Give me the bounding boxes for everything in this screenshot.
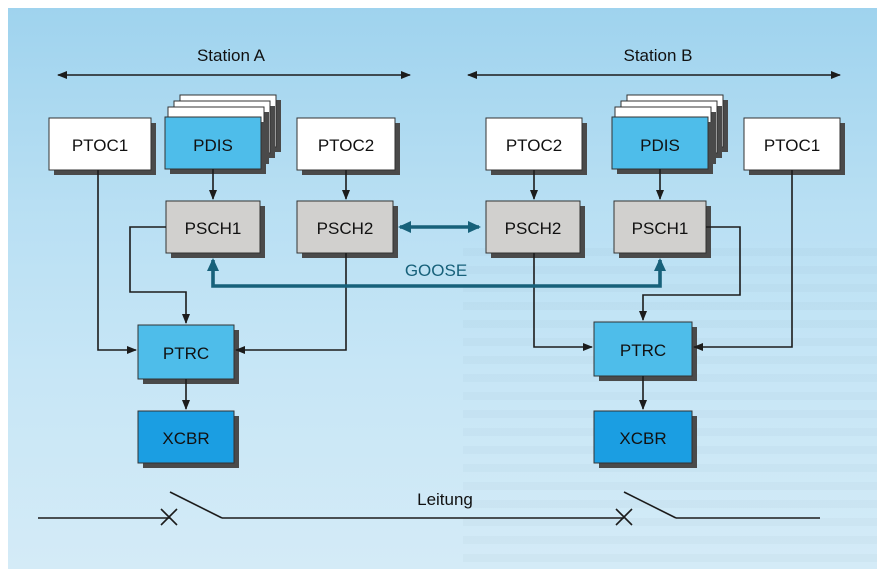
a-psch2-node: PSCH2 bbox=[296, 200, 398, 258]
line-label: Leitung bbox=[417, 490, 473, 509]
b-ptrc-node: PTRC bbox=[593, 321, 697, 381]
a-ptoc2-label: PTOC2 bbox=[318, 136, 374, 155]
b-ptrc-label: PTRC bbox=[620, 341, 666, 360]
goose-label: GOOSE bbox=[405, 261, 467, 280]
a-pdis-node: PDIS bbox=[164, 94, 281, 174]
b-ptoc1-to-ptrc-connector bbox=[693, 170, 793, 351]
a-xcbr-label: XCBR bbox=[162, 429, 209, 448]
a-ptrc-label: PTRC bbox=[163, 344, 209, 363]
a-psch1-label: PSCH1 bbox=[185, 219, 242, 238]
b-psch2-node: PSCH2 bbox=[485, 200, 585, 258]
a-ptoc1-label: PTOC1 bbox=[72, 136, 128, 155]
b-psch2-to-ptrc-connector bbox=[533, 253, 593, 351]
a-pdis-label: PDIS bbox=[193, 136, 233, 155]
b-xcbr-node: XCBR bbox=[593, 410, 697, 468]
a-ptoc1-to-ptrc-connector bbox=[97, 170, 137, 354]
a-psch1-node: PSCH1 bbox=[165, 200, 265, 258]
b-psch1-node: PSCH1 bbox=[613, 200, 711, 258]
a-ptoc2-node: PTOC2 bbox=[296, 117, 400, 175]
a-ptoc1-node: PTOC1 bbox=[48, 117, 156, 175]
a-psch2-to-ptrc-connector bbox=[235, 253, 347, 354]
goose-psch1-link bbox=[207, 258, 666, 288]
b-xcbr-label: XCBR bbox=[619, 429, 666, 448]
diagram-panel bbox=[8, 8, 877, 569]
b-ptoc2-node: PTOC2 bbox=[485, 117, 587, 175]
breaker-b-switch bbox=[623, 491, 677, 519]
b-psch1-label: PSCH1 bbox=[632, 219, 689, 238]
b-ptoc2-label: PTOC2 bbox=[506, 136, 562, 155]
b-ptoc1-node: PTOC1 bbox=[743, 117, 845, 175]
breaker-a-switch bbox=[169, 491, 223, 519]
b-psch2-label: PSCH2 bbox=[505, 219, 562, 238]
b-ptoc1-label: PTOC1 bbox=[764, 136, 820, 155]
b-pdis-node: PDIS bbox=[611, 94, 728, 174]
a-ptrc-node: PTRC bbox=[137, 324, 239, 384]
breaker-b-cross-icon bbox=[615, 508, 633, 526]
a-xcbr-node: XCBR bbox=[137, 410, 239, 468]
b-psch1-to-ptrc-connector bbox=[639, 226, 741, 321]
b-pdis-label: PDIS bbox=[640, 136, 680, 155]
station-b-label: Station B bbox=[624, 46, 693, 65]
a-psch1-to-ptrc-connector bbox=[129, 226, 190, 324]
a-psch2-label: PSCH2 bbox=[317, 219, 374, 238]
breaker-a-cross-icon bbox=[160, 508, 178, 526]
station-a-label: Station A bbox=[197, 46, 266, 65]
